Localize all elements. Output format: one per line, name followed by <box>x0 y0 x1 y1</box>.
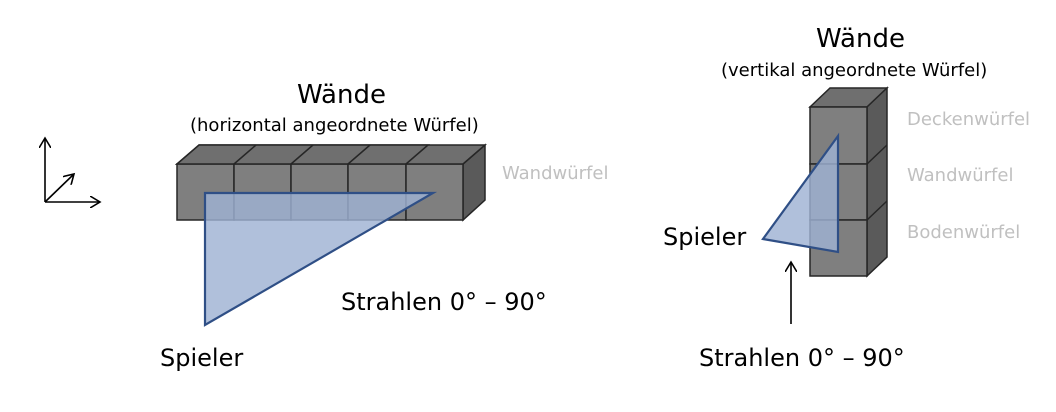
floor-cube-label: Bodenwürfel <box>907 222 1021 243</box>
left-subtitle: (horizontal angeordnete Würfel) <box>190 115 479 136</box>
right-player-label: Spieler <box>663 223 747 251</box>
right-subtitle: (vertikal angeordnete Würfel) <box>721 60 988 81</box>
left-cube-label: Wandwürfel <box>502 163 609 184</box>
right-title: Wände <box>816 24 905 54</box>
left-player-label: Spieler <box>160 344 244 372</box>
axis-indicator-icon <box>45 138 100 202</box>
stack-side-face <box>866 86 888 278</box>
right-rays-label: Strahlen 0° – 90° <box>699 344 905 372</box>
left-ray-triangle <box>203 191 438 327</box>
left-rays-label: Strahlen 0° – 90° <box>341 288 547 316</box>
left-title: Wände <box>297 80 386 110</box>
wall-cube-label: Wandwürfel <box>907 165 1014 186</box>
right-ray-triangle <box>761 132 840 254</box>
ceiling-cube-label: Deckenwürfel <box>907 109 1031 130</box>
